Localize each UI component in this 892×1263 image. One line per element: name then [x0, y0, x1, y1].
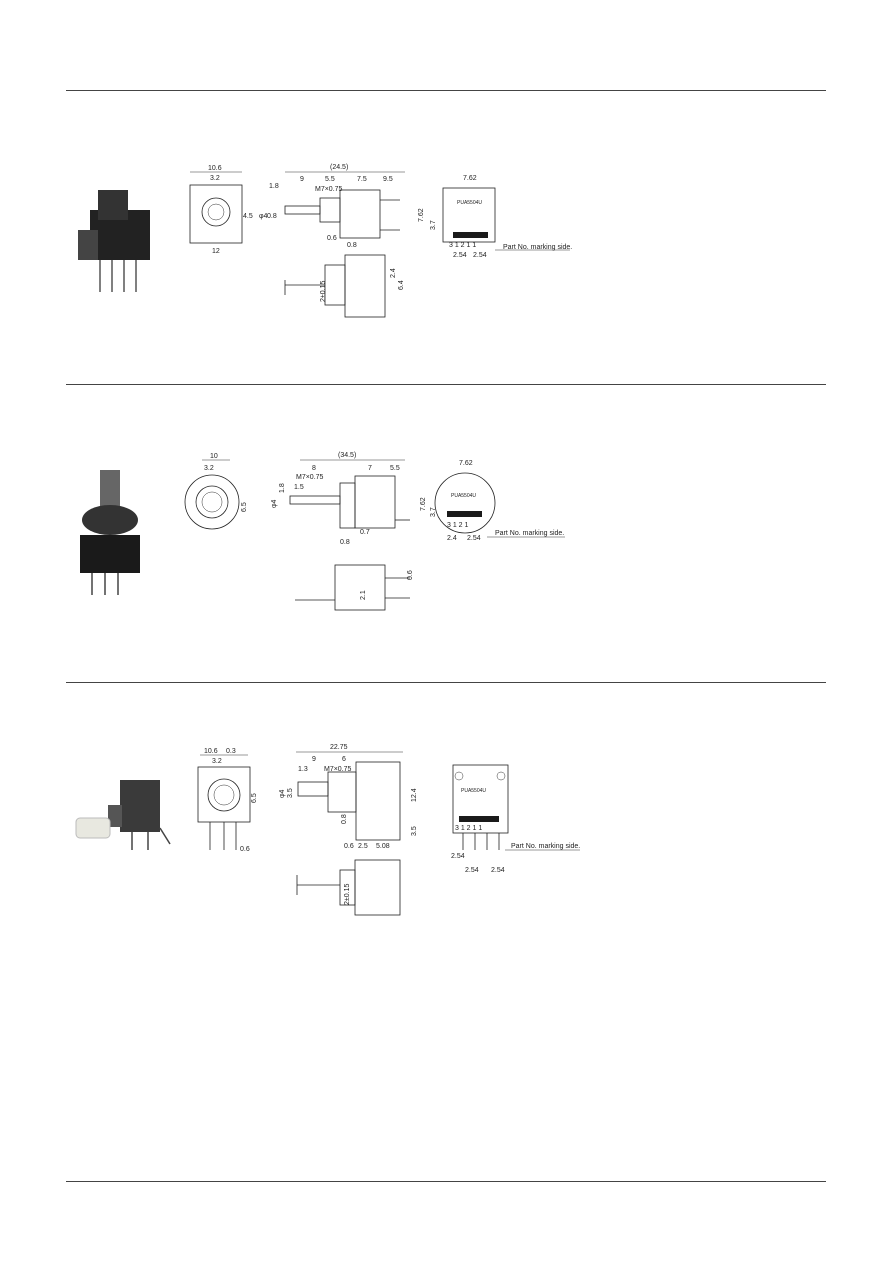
front-view-1: 10.6 3.2 4.5 12	[189, 165, 253, 255]
dim-rear-p2: 2.54	[467, 535, 481, 542]
dim-side-h: 0.6	[327, 235, 337, 242]
dim-side-d: φ4	[279, 789, 286, 798]
dim-side-b: 6	[342, 756, 346, 763]
dim-side-g: 0.8	[267, 213, 277, 220]
dim-rear-w: 7.62	[459, 460, 473, 467]
side-view-2: (34.5) 8 7 5.5 M7×0.75 1.8 1.5 φ4 0.8 0.…	[271, 452, 410, 546]
dim-front-c: 3.2	[212, 758, 222, 765]
dim-rear-p1: 2.4	[447, 535, 457, 542]
dim-side-h: 3.5	[411, 826, 418, 836]
dim-bottom-a: 2±0.15	[320, 281, 327, 302]
dim-side-f: 12.4	[411, 788, 418, 802]
dim-rear-p1: 2.54	[451, 853, 465, 860]
rear-note: Part No. marking side.	[503, 244, 572, 251]
dim-bottom-a: 0.6	[407, 570, 414, 580]
dim-rear-m: 3.7	[430, 220, 437, 230]
rear-view-3: PUA5504U 3 1 2 1 1 2.54 2.54 2.54 Part N…	[451, 764, 580, 874]
dim-bottom-b: 6.4	[398, 280, 405, 290]
dim-side-c: 1.3	[298, 766, 308, 773]
dim-side-total: (24.5)	[330, 164, 348, 171]
dim-bottom-c: 2.4	[390, 268, 397, 278]
front-view-3: 10.6 0.3 3.2 6.5 0.6	[197, 748, 258, 853]
dim-side-f: φ4	[259, 213, 268, 220]
dim-side-c: 5.5	[325, 176, 335, 183]
dim-front-w: 10.6	[208, 165, 222, 172]
dim-side-total: (34.5)	[338, 452, 356, 459]
dim-side-a: 8	[312, 465, 316, 472]
dim-side-a: 9	[312, 756, 316, 763]
rear-view-1: 7.62 PUA5504U 7.62 3.7 3 1 2 1 1 2.54 2.…	[418, 175, 572, 259]
dim-front-h: 6.5	[251, 793, 258, 803]
dim-front-w: 10.6	[204, 748, 218, 755]
dim-side-c: 5.5	[390, 465, 400, 472]
dim-side-f: φ4	[271, 499, 278, 508]
front-view-2: 10 3.2 6.5	[184, 453, 248, 530]
dim-side-h: 0.7	[360, 529, 370, 536]
dim-side-thread: M7×0.75	[324, 766, 352, 773]
dim-side-g: 0.8	[340, 539, 350, 546]
dim-rear-p1: 2.54	[453, 252, 467, 259]
rear-label: PUA5504U	[451, 493, 476, 499]
rear-note: Part No. marking side.	[495, 530, 564, 537]
dim-bottom-a: 2±0.15	[344, 884, 351, 905]
dim-rear-h: 7.62	[420, 497, 427, 511]
dim-front-h: 6.5	[241, 502, 248, 512]
dim-side-e: 1.5	[294, 484, 304, 491]
dim-side-thread: M7×0.75	[315, 186, 343, 193]
divider-1	[66, 384, 826, 385]
product-photo-3	[75, 780, 171, 850]
dim-bottom-b: 2.1	[360, 590, 367, 600]
dim-rear-p2: 2.54	[473, 252, 487, 259]
dim-front-b: 0.6	[240, 846, 250, 853]
product-photo-1	[78, 190, 150, 292]
bottom-view-2: 0.6 2.1	[295, 564, 414, 611]
rear-view-2: 7.62 PUA5504U 7.62 3.7 3 1 2 1 2.4 2.54 …	[420, 460, 565, 542]
dim-side-total: 22.75	[330, 744, 348, 751]
rear-label: PUA5504U	[457, 200, 482, 206]
dim-side-j: 2.5	[358, 843, 368, 850]
side-view-1: (24.5) 1.8 9 5.5 7.5 9.5 M7×0.75 φ4 0.8 …	[259, 164, 405, 249]
dim-side-g: 0.8	[341, 814, 348, 824]
dim-side-a: 1.8	[269, 183, 279, 190]
rear-pins: 3 1 2 1	[447, 522, 469, 529]
dim-rear-h: 7.62	[418, 208, 425, 222]
divider-bottom	[66, 1181, 826, 1182]
divider-top	[66, 90, 826, 91]
rear-pins: 3 1 2 1 1	[449, 242, 476, 249]
dim-side-e: 9.5	[383, 176, 393, 183]
dim-side-d: 1.8	[279, 483, 286, 493]
dim-side-thread: M7×0.75	[296, 474, 324, 481]
dim-front-w: 10	[210, 453, 218, 460]
dim-front-b: 12	[212, 248, 220, 255]
product-photo-2	[80, 470, 140, 595]
dim-rear-m: 3.7	[430, 507, 437, 517]
dim-side-i: 0.6	[344, 843, 354, 850]
dim-side-i: 0.8	[347, 242, 357, 249]
dim-front-w2: 0.3	[226, 748, 236, 755]
dim-side-b: 9	[300, 176, 304, 183]
dim-rear-p2: 2.54	[465, 867, 479, 874]
dim-front-h: 4.5	[243, 213, 253, 220]
rear-pins: 3 1 2 1 1	[455, 825, 482, 832]
dim-rear-p3: 2.54	[491, 867, 505, 874]
dim-side-e: 3.5	[287, 788, 294, 798]
dim-front-c: 3.2	[204, 465, 214, 472]
divider-2	[66, 682, 826, 683]
dim-side-d: 7.5	[357, 176, 367, 183]
dim-front-c: 3.2	[210, 175, 220, 182]
side-view-3: 22.75 9 6 1.3 M7×0.75 φ4 3.5 12.4 0.8 3.…	[279, 744, 418, 850]
bottom-view-1: 2±0.15 6.4 2.4	[284, 254, 405, 318]
bottom-view-3: 2±0.15	[296, 859, 401, 916]
dim-rear-w: 7.62	[463, 175, 477, 182]
rear-note: Part No. marking side.	[511, 843, 580, 850]
dim-side-k: 5.08	[376, 843, 390, 850]
rear-label: PUA5504U	[461, 788, 486, 794]
dim-side-b: 7	[368, 465, 372, 472]
